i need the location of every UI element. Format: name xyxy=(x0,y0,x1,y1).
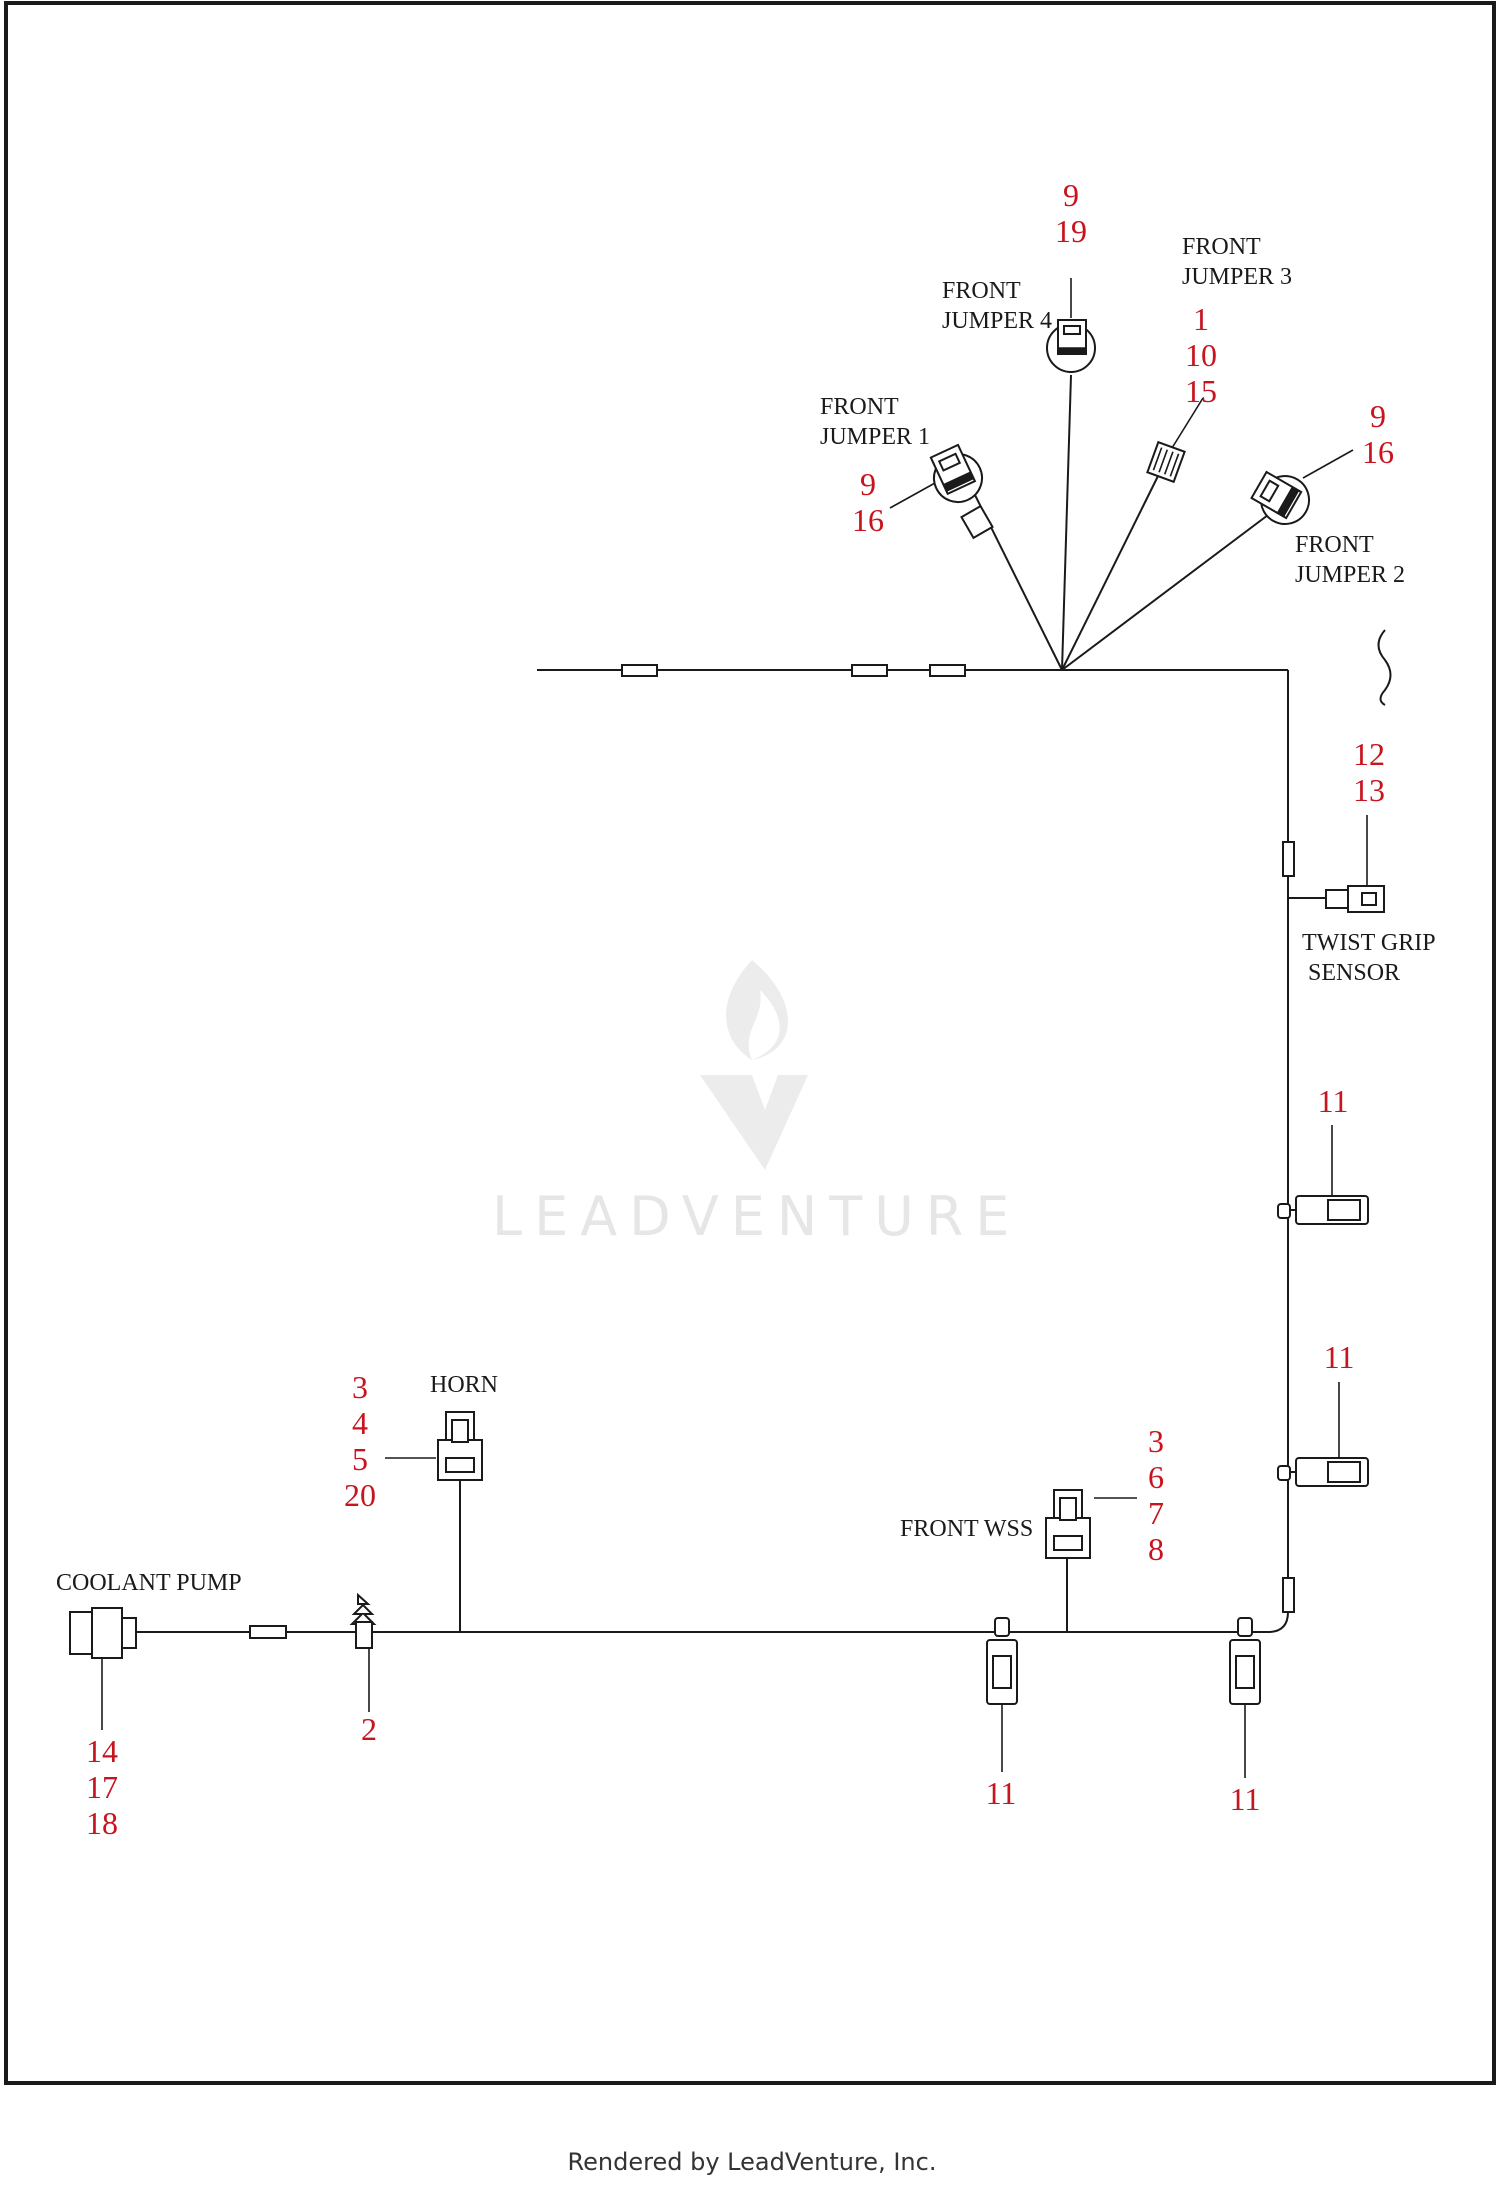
callout-clip-upper: 11 xyxy=(1318,1083,1349,1119)
twist-grip-sensor-connector xyxy=(1325,885,1385,913)
horn-connector xyxy=(437,1411,483,1481)
tape-mark xyxy=(1282,841,1295,877)
tape-mark xyxy=(851,664,888,677)
clip-bottom-right xyxy=(1229,1617,1261,1705)
clip-mid xyxy=(1277,1457,1369,1487)
front-jumper-3-connector xyxy=(1146,440,1186,484)
footer-credit: Rendered by LeadVenture, Inc. xyxy=(568,2148,937,2176)
harness-tape-marks xyxy=(249,504,1295,1639)
watermark-flame-logo xyxy=(726,960,788,1060)
clip-bottom-left xyxy=(986,1617,1018,1705)
coolant-pump-label: COOLANT PUMP xyxy=(56,1570,242,1596)
callout-clip-mid: 11 xyxy=(1324,1339,1355,1375)
front-wss-label: FRONT WSS xyxy=(900,1516,1033,1542)
leadventure-watermark: LEADVENTURE xyxy=(492,960,1021,1248)
diagram-border xyxy=(4,1,1496,2085)
front-jumper-4-connector xyxy=(1046,319,1096,373)
horn-label: HORN xyxy=(430,1372,498,1398)
watermark-v-logo xyxy=(700,1075,808,1170)
clip-upper xyxy=(1277,1195,1369,1225)
watermark-text: LEADVENTURE xyxy=(492,1185,1021,1248)
front-jumper-2-connector xyxy=(1250,470,1310,525)
coolant-pump-connector xyxy=(69,1607,137,1659)
tape-mark xyxy=(960,504,994,540)
callout-clip-bottom-left: 11 xyxy=(986,1775,1017,1811)
tape-mark xyxy=(1282,1577,1295,1613)
callout-leader-lines xyxy=(101,278,1368,1778)
tape-mark xyxy=(249,1625,287,1639)
push-pin-clip xyxy=(349,1592,377,1649)
front-jumper-1-connector xyxy=(929,443,983,503)
tape-mark xyxy=(621,664,658,677)
callout-push-pin: 2 xyxy=(361,1711,377,1747)
tape-mark xyxy=(929,664,966,677)
front-wss-connector xyxy=(1045,1489,1091,1559)
callout-clip-bottom-right: 11 xyxy=(1230,1781,1261,1817)
